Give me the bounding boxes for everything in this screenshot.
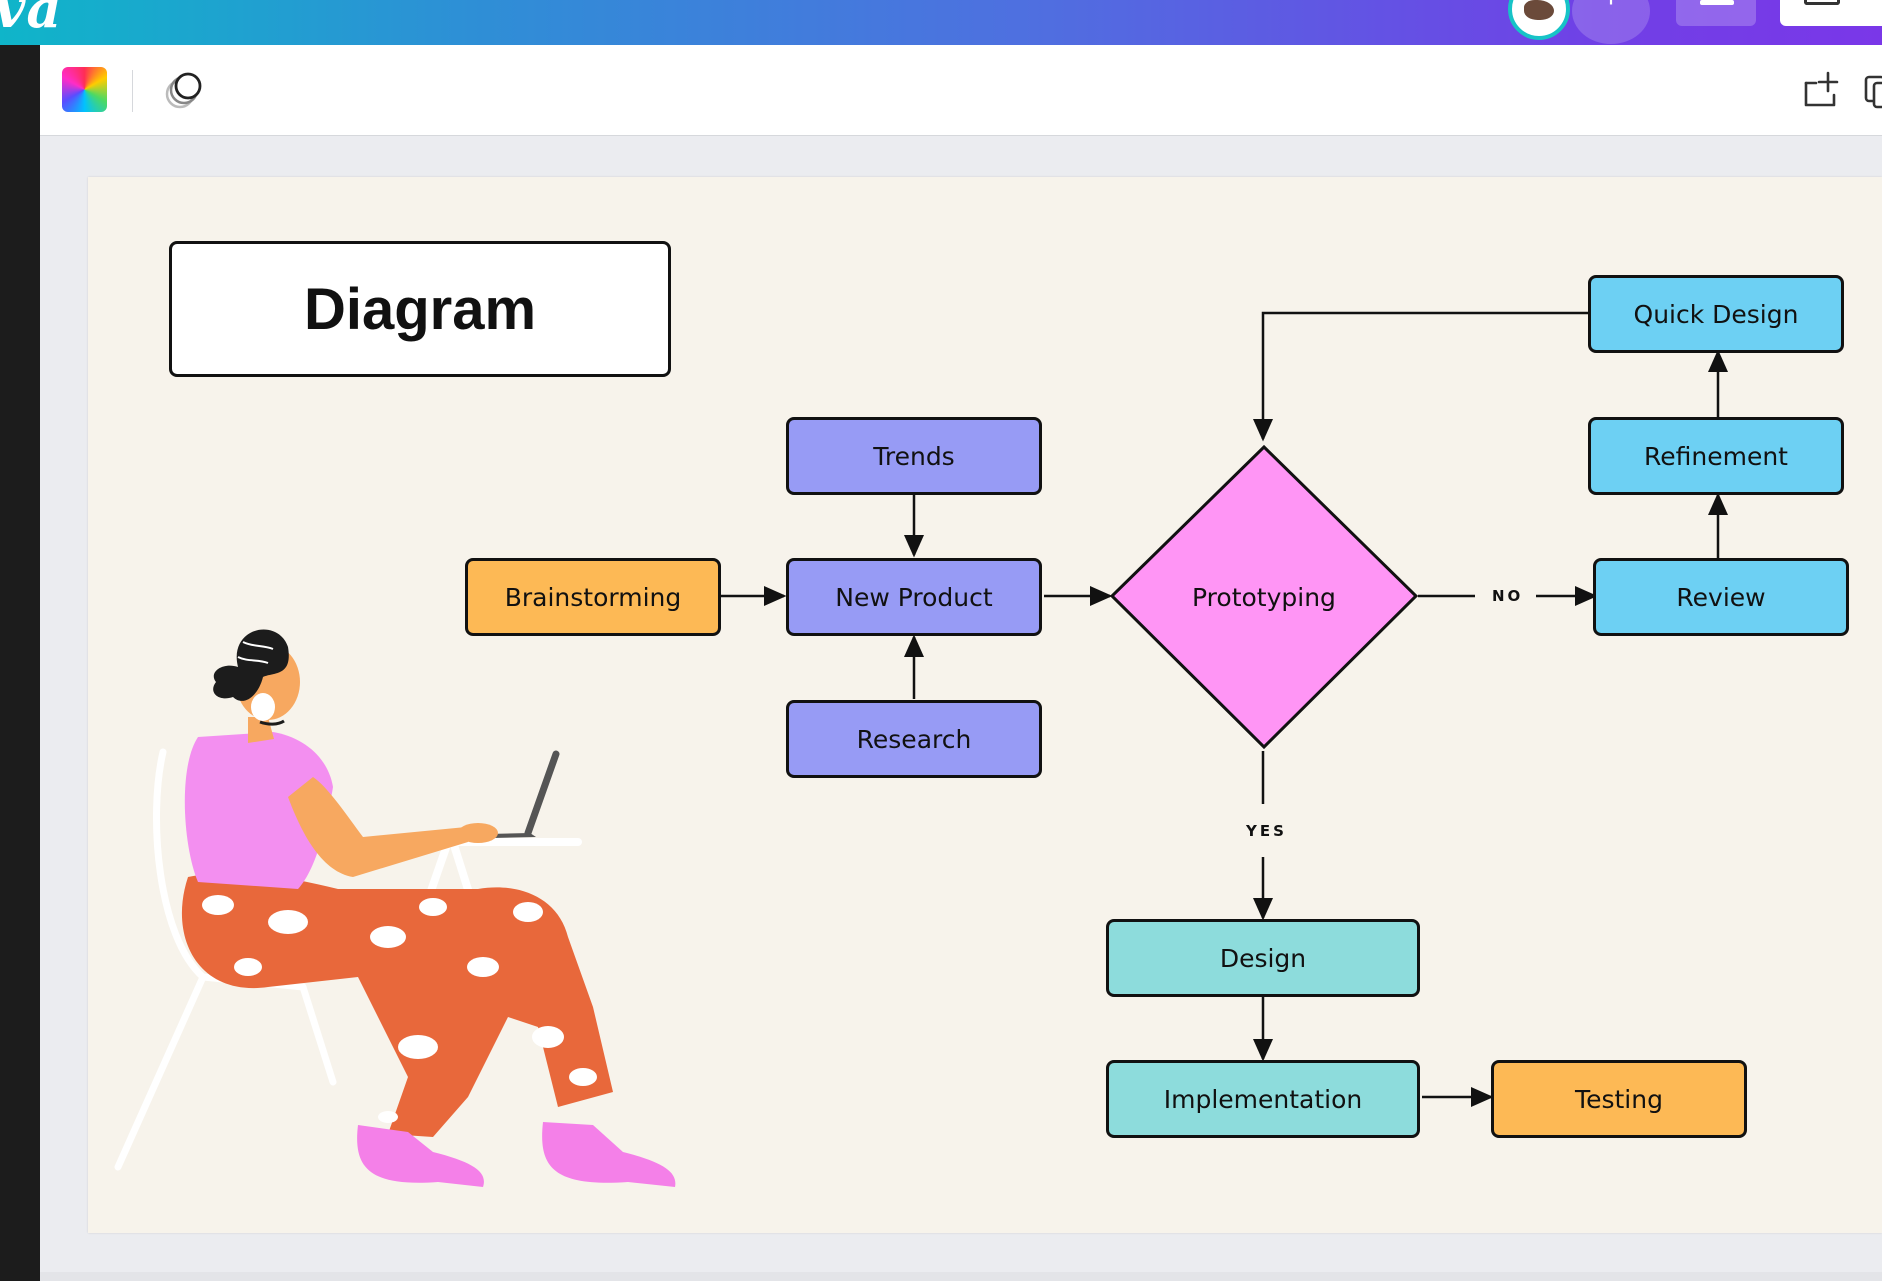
diagram-title[interactable]: Diagram xyxy=(169,241,671,377)
design-canvas[interactable]: Diagram Brainstorming Trends New Product… xyxy=(88,177,1882,1233)
canvas-bottom-edge xyxy=(40,1272,1882,1281)
node-research[interactable]: Research xyxy=(786,700,1042,778)
duplicate-icon[interactable] xyxy=(1860,69,1882,111)
editor-toolbar xyxy=(40,45,1882,136)
node-prototyping-shape xyxy=(1109,444,1419,750)
person-laptop-illustration[interactable] xyxy=(88,177,1882,1233)
node-implementation[interactable]: Implementation xyxy=(1106,1060,1420,1138)
node-refinement[interactable]: Refinement xyxy=(1588,417,1844,495)
top-bar: va + xyxy=(0,0,1882,45)
left-panel-edge xyxy=(0,45,40,1281)
edge-label-yes: YES xyxy=(1246,822,1287,840)
node-new-product[interactable]: New Product xyxy=(786,558,1042,636)
node-trends[interactable]: Trends xyxy=(786,417,1042,495)
add-page-icon[interactable] xyxy=(1800,69,1842,111)
share-button[interactable] xyxy=(1780,0,1882,26)
app-logo[interactable]: va xyxy=(0,0,63,40)
edge-quickdesign-prototyping xyxy=(1253,311,1590,442)
toolbar-divider xyxy=(132,70,133,112)
user-avatar[interactable] xyxy=(1508,0,1570,40)
node-design[interactable]: Design xyxy=(1106,919,1420,997)
node-review[interactable]: Review xyxy=(1593,558,1849,636)
color-palette-icon[interactable] xyxy=(62,67,107,112)
edge-label-no: NO xyxy=(1492,587,1524,605)
node-testing[interactable]: Testing xyxy=(1491,1060,1747,1138)
diagram-connectors xyxy=(720,311,1728,1107)
node-quick-design[interactable]: Quick Design xyxy=(1588,275,1844,353)
menu-button[interactable] xyxy=(1676,0,1756,26)
node-prototyping[interactable]: Prototyping xyxy=(1192,582,1336,612)
node-brainstorming[interactable]: Brainstorming xyxy=(465,558,721,636)
transparency-icon[interactable] xyxy=(160,67,206,113)
add-collaborator-button[interactable]: + xyxy=(1572,0,1650,44)
